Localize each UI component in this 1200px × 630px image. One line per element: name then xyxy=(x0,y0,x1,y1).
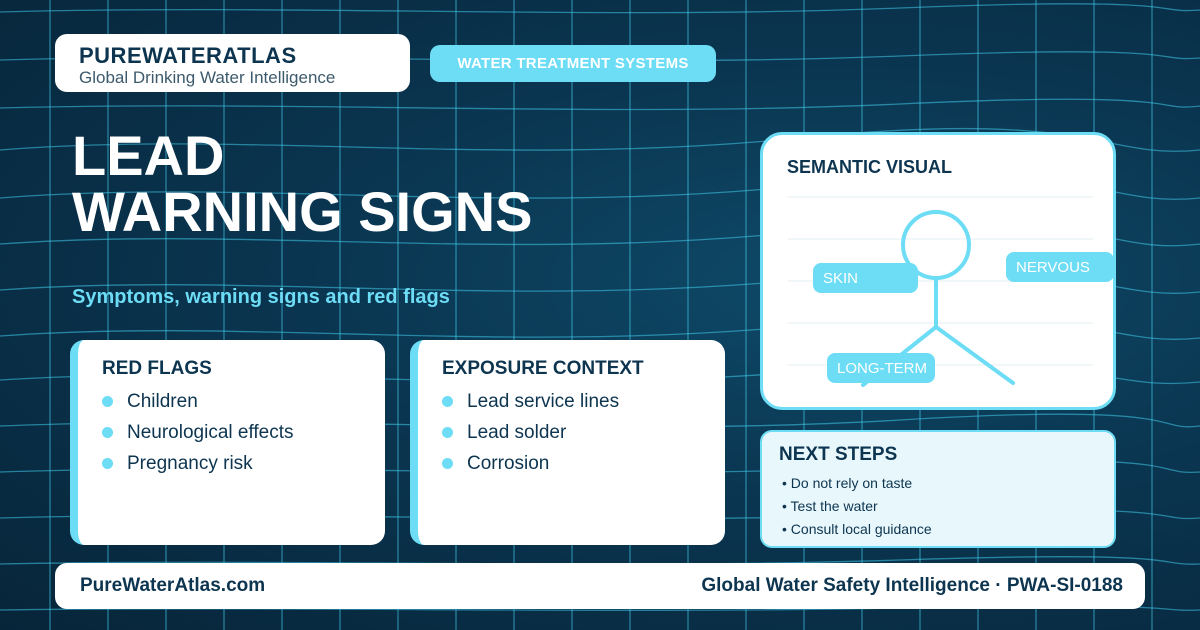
footer-site-link[interactable]: PureWaterAtlas.com xyxy=(80,575,266,596)
nervous-label: NERVOUS xyxy=(1006,252,1114,282)
bullet-dot-icon xyxy=(102,458,113,469)
brand-name: PUREWATERATLAS xyxy=(79,43,297,68)
brand-badge: PUREWATERATLAS Global Drinking Water Int… xyxy=(55,34,410,92)
next-steps-panel: NEXT STEPS • Do not rely on taste • Test… xyxy=(760,430,1116,548)
list-item: Neurological effects xyxy=(102,417,385,448)
long-term-label: LONG-TERM xyxy=(827,353,935,383)
list-item-label: Children xyxy=(127,390,198,412)
page-title: LEAD WARNING SIGNS xyxy=(72,128,712,240)
category-pill[interactable]: WATER TREATMENT SYSTEMS xyxy=(430,45,716,82)
title-line-1: LEAD xyxy=(72,124,225,187)
footer-reference: Global Water Safety Intelligence · PWA-S… xyxy=(701,575,1123,596)
page-subtitle: Symptoms, warning signs and red flags xyxy=(72,286,450,308)
bullet-dot-icon xyxy=(102,396,113,407)
list-item: • Consult local guidance xyxy=(782,521,932,537)
list-item-label: Lead solder xyxy=(467,421,567,443)
title-line-2: WARNING SIGNS xyxy=(72,180,533,243)
exposure-context-card: EXPOSURE CONTEXT Lead service lines Lead… xyxy=(410,340,725,545)
red-flags-title: RED FLAGS xyxy=(102,358,212,379)
exposure-context-title: EXPOSURE CONTEXT xyxy=(442,358,644,379)
red-flags-card: RED FLAGS Children Neurological effects … xyxy=(70,340,385,545)
bullet-dot-icon xyxy=(442,458,453,469)
bullet-dot-icon xyxy=(442,427,453,438)
list-item: Corrosion xyxy=(442,448,725,479)
footer-bar: PureWaterAtlas.com Global Water Safety I… xyxy=(55,563,1145,609)
semantic-visual-panel: SEMANTIC VISUAL SKIN NERVOUS LONG-TERM xyxy=(760,132,1116,410)
skin-label: SKIN xyxy=(813,263,918,293)
next-steps-title: NEXT STEPS xyxy=(779,444,898,465)
list-item: • Do not rely on taste xyxy=(782,475,913,491)
brand-tagline: Global Drinking Water Intelligence xyxy=(79,68,336,87)
list-item: Lead service lines xyxy=(442,386,725,417)
bullet-dot-icon xyxy=(442,396,453,407)
list-item: Pregnancy risk xyxy=(102,448,385,479)
list-item: Lead solder xyxy=(442,417,725,448)
list-item-label: Neurological effects xyxy=(127,421,294,443)
list-item-label: Pregnancy risk xyxy=(127,452,253,474)
list-item: • Test the water xyxy=(782,498,878,514)
bullet-dot-icon xyxy=(102,427,113,438)
list-item-label: Corrosion xyxy=(467,452,550,474)
list-item-label: Lead service lines xyxy=(467,390,620,412)
semantic-visual-title: SEMANTIC VISUAL xyxy=(787,157,953,177)
list-item: Children xyxy=(102,386,385,417)
